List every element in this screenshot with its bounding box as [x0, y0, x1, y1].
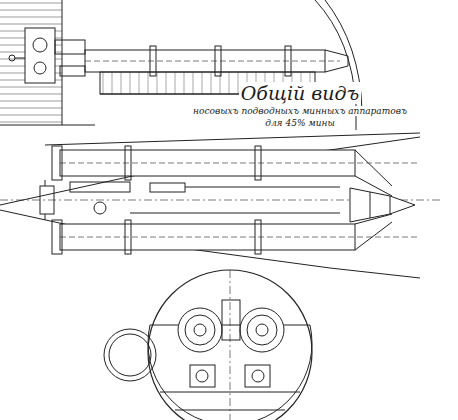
plan-view-part — [150, 183, 185, 192]
section-view-part — [109, 334, 151, 376]
plan-view-part — [125, 220, 131, 254]
plan-view — [0, 133, 440, 278]
section-view-part — [252, 370, 264, 382]
top-view-part — [55, 40, 85, 54]
plan-view-part — [52, 146, 62, 180]
section-view — [104, 270, 312, 420]
top-view-part — [285, 46, 291, 76]
plan-view-part — [52, 220, 62, 254]
top-view-part — [85, 61, 340, 62]
section-view-part — [245, 365, 270, 387]
plan-view-part — [94, 202, 106, 214]
top-view-part — [150, 46, 156, 76]
plan-view-part — [125, 146, 131, 180]
title-subline: для 45% мины — [263, 118, 337, 128]
plan-view-part — [185, 187, 340, 188]
top-view-part — [60, 66, 85, 76]
section-view-part — [194, 324, 206, 336]
plan-view-part — [130, 213, 340, 214]
section-view-part — [178, 308, 222, 352]
plan-view-part — [60, 237, 420, 238]
plan-view-part — [45, 180, 46, 220]
section-view-part — [185, 315, 215, 345]
top-view-part — [25, 28, 55, 83]
plan-view-part — [45, 133, 420, 145]
plan-view-part — [255, 220, 261, 254]
section-view-part — [256, 324, 268, 336]
top-view-part — [0, 0, 62, 125]
section-view-part — [222, 300, 240, 340]
section-view-part — [160, 392, 300, 393]
drawing-title: Общій видъ — [239, 82, 362, 104]
section-view-part — [240, 308, 284, 352]
top-view-part — [215, 46, 221, 76]
top-view-part — [9, 55, 15, 61]
section-view-part — [196, 370, 208, 382]
top-view-part — [15, 58, 25, 59]
plan-view-part — [40, 186, 54, 214]
plan-view-part — [370, 192, 390, 218]
top-view-part — [34, 62, 46, 74]
top-view-part — [62, 0, 63, 125]
section-view-part — [190, 365, 215, 387]
title-subline: носовыхъ подводныхъ минныхъ аппаратовъ — [191, 106, 409, 116]
top-view-part — [0, 125, 95, 126]
plan-view-part — [350, 188, 415, 222]
section-view-part — [148, 270, 312, 420]
top-view-part — [325, 50, 348, 72]
top-view-part — [33, 38, 47, 52]
plan-view-part — [70, 182, 130, 192]
plan-view-part — [255, 146, 261, 180]
section-view-part — [247, 315, 277, 345]
plan-view-part — [60, 163, 420, 164]
section-view-part — [230, 270, 231, 420]
